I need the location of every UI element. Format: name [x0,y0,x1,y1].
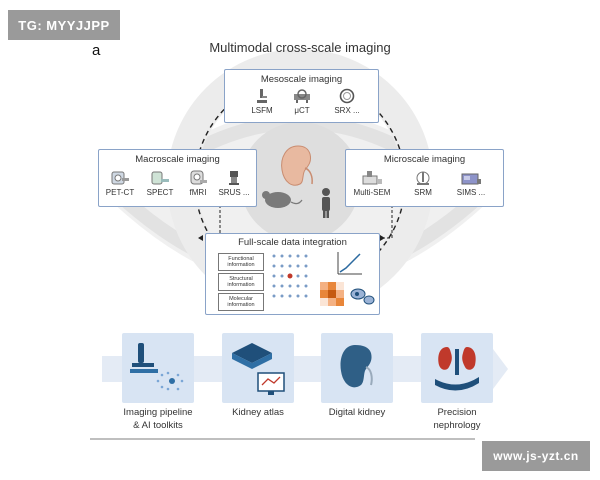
lsfm-item: LSFM [247,88,277,115]
srm-label: SRM [414,188,432,197]
spect-item: SPECT [145,170,175,197]
panel-letter: a [92,42,101,59]
microscale-imaging-box: Microscale imaging Multi-SEM SRM SIMS ..… [345,149,504,207]
kidney-mouse-human-illustration [262,145,330,218]
srus-label: SRUS ... [218,188,250,197]
micro-ct-label: μCT [294,106,310,115]
micro-ct-item: μCT [287,88,317,115]
outcome-precision-nephrology-line2: nephrology [433,420,481,431]
electron-microscope-icon [362,171,382,185]
synchrotron-ring-icon [339,88,355,104]
srx-label: SRX ... [334,106,360,115]
workflow-arrow-icon [490,345,508,393]
outcome-imaging-pipeline-line1: Imaging pipeline [123,407,193,418]
sims-item: SIMS ... [452,170,490,197]
multi-sem-label: Multi-SEM [353,188,391,197]
lsfm-label: LSFM [251,106,273,115]
kidney-icon [340,345,373,388]
outcome-precision-nephrology-line1: Precision [437,407,477,418]
srx-item: SRX ... [329,88,365,115]
multi-sem-item: Multi-SEM [352,170,392,197]
molecular-information-label: Molecular information [218,293,264,311]
ct-scanner-icon [294,89,310,103]
integration-title: Full-scale data integration [238,237,347,248]
bottom-divider [90,438,475,440]
outcome-kidney-atlas: Kidney atlas [203,406,313,419]
macroscale-imaging-box: Macroscale imaging PET-CT SPECT fMRI SRU… [98,149,257,207]
outcome-digital-kidney-line1: Digital kidney [328,407,386,418]
outcome-imaging-pipeline: Imaging pipeline & AI toolkits [103,406,213,432]
outcome-kidney-atlas-line1: Kidney atlas [232,407,284,418]
heatmap-icon [320,282,344,306]
ultrasound-machine-icon [229,171,239,185]
figure-title: Multimodal cross-scale imaging [209,40,391,55]
kidney-atlas-card [222,333,294,403]
mesoscale-imaging-box: Mesoscale imaging LSFM μCT SRX ... [224,69,379,123]
mri-scanner-icon [190,170,207,185]
fmri-label: fMRI [189,188,207,197]
srm-item: SRM [408,170,438,197]
pet-ct-scanner-icon [111,171,129,185]
pet-ct-label: PET-CT [105,188,135,197]
super-resolution-microscope-icon [416,171,430,185]
line-chart-icon [337,252,362,275]
sims-label: SIMS ... [456,188,486,197]
outcome-digital-kidney: Digital kidney [302,406,412,419]
precision-nephrology-card [421,333,493,403]
macroscale-title: Macroscale imaging [135,154,220,165]
spect-scanner-icon [151,171,169,185]
microscope-ai-icon [130,343,184,391]
watermark-bottom-right: www.js-yzt.cn [482,441,590,471]
mesoscale-title: Mesoscale imaging [260,74,343,85]
cells-icon [350,288,375,305]
spect-label: SPECT [146,188,174,197]
pet-ct-item: PET-CT [105,170,135,197]
outcome-precision-nephrology: Precision nephrology [402,406,512,432]
fmri-item: fMRI [183,170,213,197]
data-integration-graphics [272,252,375,306]
structural-information-label: Structural information [218,273,264,291]
srus-item: SRUS ... [217,170,251,197]
book-screen-icon [232,343,285,395]
kidneys-hand-icon [435,347,479,391]
outcome-imaging-pipeline-line2: & AI toolkits [133,420,183,431]
microscope-icon [257,89,267,103]
digital-kidney-card [321,333,393,403]
imaging-pipeline-card [122,333,194,403]
watermark-top-left: TG: MYYJJPP [8,10,120,40]
microscale-title: Microscale imaging [383,154,466,165]
mass-spectrometer-icon [461,173,481,185]
functional-information-label: Functional information [218,253,264,271]
